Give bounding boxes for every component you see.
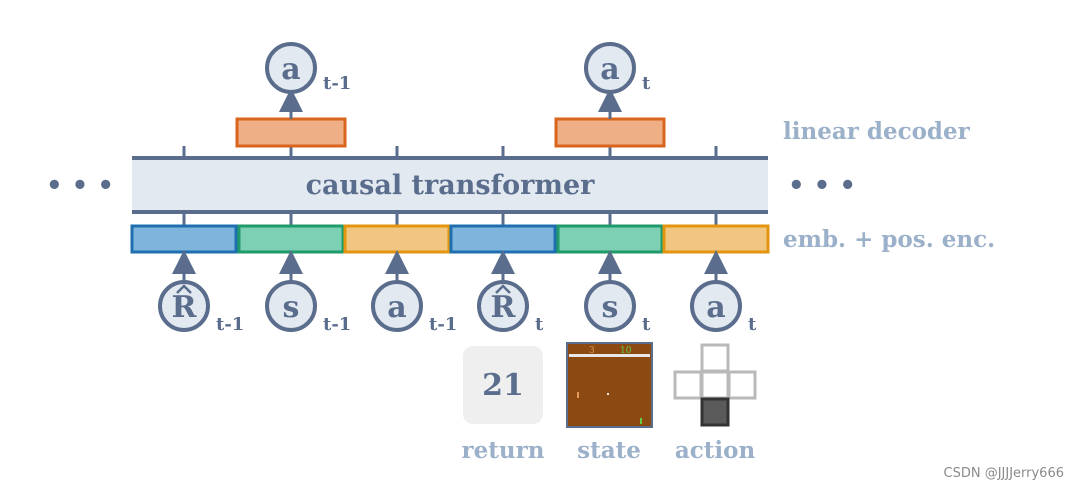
token-return	[130, 224, 238, 254]
return-example-label: return	[462, 437, 545, 464]
output-node-symbol: a	[600, 52, 619, 87]
embedding-tokens	[130, 224, 770, 254]
decoder-block	[235, 117, 347, 148]
ellipsis-right: • • •	[788, 171, 856, 201]
input-node-state	[584, 280, 636, 332]
input-node-symbol: s	[283, 290, 300, 325]
state-example-frame: 3 10	[566, 342, 653, 428]
action-example-pressed-key	[700, 397, 730, 427]
input-node-subscript: t	[642, 314, 651, 335]
input-node-state	[265, 280, 317, 332]
input-node-subscript: t	[748, 314, 757, 335]
embedding-label: emb. + pos. enc.	[783, 226, 995, 253]
token-action	[662, 224, 770, 254]
input-node-return	[158, 280, 210, 332]
action-example-dpad	[673, 343, 757, 400]
watermark: CSDN @JJJJerry666	[943, 466, 1065, 481]
action-example-label: action	[675, 437, 756, 464]
hat-mark	[495, 284, 511, 294]
output-node-subscript: t-1	[323, 73, 351, 94]
output-node-symbol: a	[281, 52, 300, 87]
input-node-symbol: s	[602, 290, 619, 325]
input-node-subscript: t-1	[323, 314, 351, 335]
input-node-symbol: a	[387, 290, 406, 325]
token-return	[449, 224, 557, 254]
return-example-box	[463, 346, 543, 424]
input-node-subscript: t-1	[429, 314, 457, 335]
output-node-subscript: t	[642, 73, 651, 94]
decoder-blocks	[235, 117, 666, 148]
input-node-symbol: R	[491, 290, 517, 325]
input-node-action	[690, 280, 742, 332]
input-node-subscript: t-1	[216, 314, 244, 335]
transformer-ticks	[182, 146, 718, 226]
token-state	[237, 224, 345, 254]
decoder-label: linear decoder	[783, 118, 971, 145]
input-node-subscript: t	[535, 314, 544, 335]
input-node-return	[477, 280, 529, 332]
decoder-block	[554, 117, 666, 148]
state-score-left: 3	[589, 346, 595, 356]
output-nodes: a t-1 a t	[265, 42, 651, 119]
output-node-action	[584, 42, 636, 94]
input-node-symbol: a	[706, 290, 725, 325]
output-node-action	[265, 42, 317, 94]
transformer-label: causal transformer	[306, 170, 596, 201]
token-action	[343, 224, 451, 254]
input-node-action	[371, 280, 423, 332]
state-score-right: 10	[620, 346, 632, 356]
transformer-block	[132, 158, 768, 212]
hat-mark	[176, 284, 192, 294]
token-state	[556, 224, 664, 254]
return-example-value: 21	[482, 368, 524, 403]
input-node-symbol: R	[172, 290, 198, 325]
ellipsis-left: • • •	[46, 171, 114, 201]
state-example-label: state	[577, 437, 641, 464]
